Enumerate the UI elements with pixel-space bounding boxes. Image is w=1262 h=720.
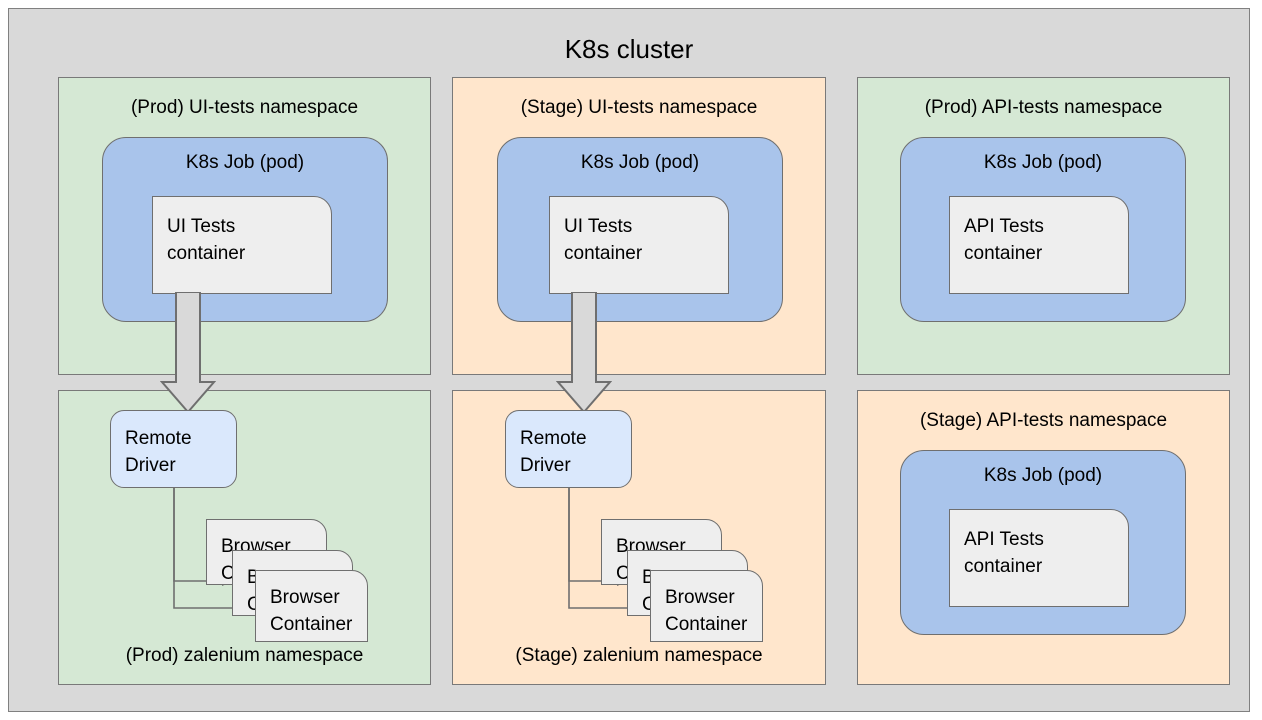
container-api-tests-stage[interactable]: API Tests container bbox=[949, 509, 1129, 607]
cluster-title: K8s cluster bbox=[564, 34, 694, 64]
browser-container-prod-3[interactable]: Browser Container bbox=[255, 570, 368, 642]
namespace-label: (Stage) UI-tests namespace bbox=[520, 97, 758, 118]
pod-title: K8s Job (pod) bbox=[983, 465, 1103, 486]
container-ui-tests-stage[interactable]: UI Tests container bbox=[549, 196, 729, 294]
namespace-label: (Prod) zalenium namespace bbox=[125, 645, 364, 666]
browser-container-label: Browser Container bbox=[665, 587, 748, 635]
container-label: UI Tests container bbox=[564, 216, 643, 264]
namespace-label: (Prod) API-tests namespace bbox=[924, 97, 1163, 118]
flow-arrow-stage-ui-to-driver bbox=[556, 292, 612, 414]
namespace-label: (Prod) UI-tests namespace bbox=[130, 97, 359, 118]
remote-driver-prod[interactable]: Remote Driver bbox=[110, 410, 237, 488]
pod-title: K8s Job (pod) bbox=[185, 152, 305, 173]
pod-title: K8s Job (pod) bbox=[983, 152, 1103, 173]
browser-container-stage-3[interactable]: Browser Container bbox=[650, 570, 763, 642]
pod-title: K8s Job (pod) bbox=[580, 152, 700, 173]
namespace-label: (Stage) zalenium namespace bbox=[515, 645, 763, 666]
namespace-label: (Stage) API-tests namespace bbox=[919, 410, 1168, 431]
container-label: API Tests container bbox=[964, 216, 1044, 264]
browser-container-label: Browser Container bbox=[270, 587, 353, 635]
container-label: API Tests container bbox=[964, 529, 1044, 577]
flow-arrow-prod-ui-to-driver bbox=[160, 292, 216, 414]
container-api-tests-prod[interactable]: API Tests container bbox=[949, 196, 1129, 294]
remote-driver-label: Remote Driver bbox=[125, 428, 192, 476]
container-label: UI Tests container bbox=[167, 216, 246, 264]
remote-driver-stage[interactable]: Remote Driver bbox=[505, 410, 632, 488]
remote-driver-label: Remote Driver bbox=[520, 428, 587, 476]
container-ui-tests-prod[interactable]: UI Tests container bbox=[152, 196, 332, 294]
